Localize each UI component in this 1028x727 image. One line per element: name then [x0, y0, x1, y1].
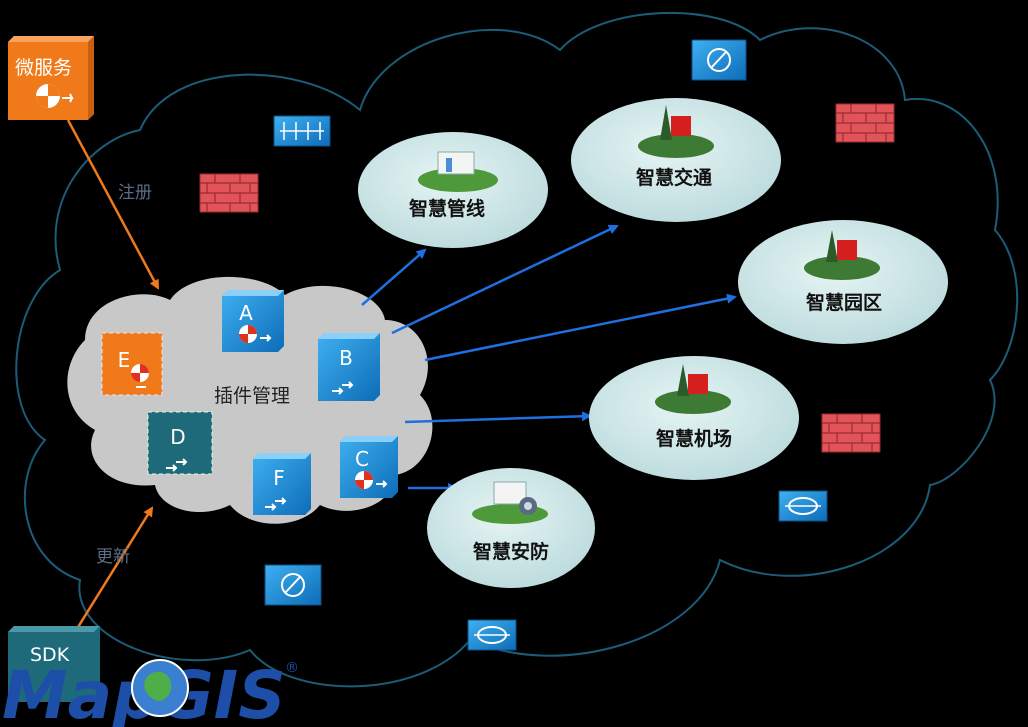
security-label: 智慧安防 [473, 541, 550, 563]
arrow-to-park [424, 293, 737, 362]
register-arrow [66, 119, 160, 290]
arrow-to-airport [404, 411, 592, 424]
router-icon [467, 619, 517, 651]
airport-ellipse [589, 356, 799, 480]
security-icon [472, 481, 548, 524]
plugin-management-label: 插件管理 [214, 385, 291, 407]
park-label: 智慧园区 [806, 292, 883, 314]
plugin-e-letter: E [118, 348, 131, 372]
update-arrow [68, 506, 154, 641]
plugin-d: D [147, 411, 213, 475]
server-icon [691, 39, 747, 81]
plugin-c: C [340, 436, 398, 498]
firewall-icon [835, 103, 895, 143]
update-label: 更新 [96, 547, 130, 567]
traffic-icon [638, 105, 714, 158]
traffic-label: 智慧交通 [636, 167, 713, 189]
microservice-label: 微服务 [15, 57, 73, 79]
airport-label: 智慧机场 [656, 428, 733, 450]
microservice-box [8, 36, 94, 120]
sdk-box [8, 626, 100, 702]
plugin-c-letter: C [355, 447, 369, 471]
traffic-ellipse [571, 98, 781, 222]
plugin-b-letter: B [339, 346, 353, 370]
firewall-icon [199, 173, 259, 213]
arrow-to-traffic [391, 224, 619, 335]
mapgis-logo: MapGIS ® [2, 657, 299, 727]
register-label: 注册 [118, 183, 152, 203]
park-ellipse [738, 220, 948, 344]
park-icon [804, 230, 880, 280]
sdk-label: SDK [30, 644, 70, 666]
security-ellipse [427, 468, 595, 588]
airport-icon [655, 364, 731, 414]
router-icon [778, 490, 828, 522]
firewall-icon [821, 413, 881, 453]
plugin-f: F [253, 453, 311, 515]
plugin-f-letter: F [273, 466, 285, 490]
server-icon [264, 564, 322, 606]
plugin-d-letter: D [170, 425, 185, 449]
plugin-e: E [101, 332, 163, 396]
registered-mark: ® [285, 660, 299, 676]
plugin-a-letter: A [239, 301, 253, 325]
pipeline-label: 智慧管线 [409, 198, 486, 220]
switch-icon [273, 115, 331, 147]
pipeline-icon [418, 151, 498, 192]
plugin-b: B [318, 333, 380, 401]
plugin-a: A [222, 290, 284, 352]
arrow-to-pipeline [361, 248, 427, 306]
